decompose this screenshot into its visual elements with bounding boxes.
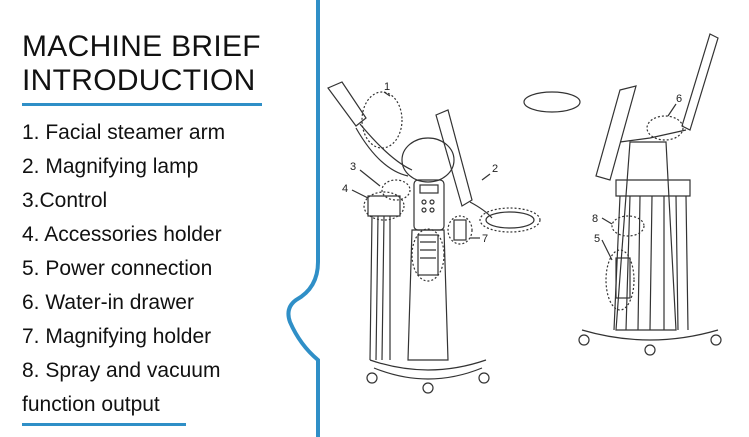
list-item-accessories-holder: 4. Accessories holder: [22, 223, 222, 246]
callout-2: 2: [492, 163, 498, 175]
title-line-2: INTRODUCTION: [22, 64, 256, 97]
callout-4: 4: [342, 183, 348, 195]
list-item-control: 3.Control: [22, 189, 108, 212]
list-item-spray-vacuum: 8. Spray and vacuum: [22, 359, 221, 382]
machine-diagram: 1 2 3 4 7 6 8 5: [327, 33, 722, 394]
list-item-function-output: function output: [22, 393, 160, 416]
callout-3: 3: [350, 161, 356, 173]
list-item-magnifying-holder: 7. Magnifying holder: [22, 325, 212, 348]
list-item-power-connection: 5. Power connection: [22, 257, 213, 280]
list-item-water-in-drawer: 6. Water-in drawer: [22, 291, 194, 314]
callout-6: 6: [676, 93, 682, 105]
title-line-1: MACHINE BRIEF: [22, 30, 261, 63]
callout-7: 7: [482, 233, 488, 245]
component-list: 1. Facial steamer arm 2. Magnifying lamp…: [22, 116, 225, 422]
callout-5: 5: [594, 233, 600, 245]
callout-1: 1: [384, 81, 390, 93]
bottom-underline: [22, 423, 186, 426]
page-title: MACHINE BRIEF INTRODUCTION: [22, 30, 272, 98]
title-underline: [22, 103, 262, 106]
callout-8: 8: [592, 213, 598, 225]
list-item-facial-steamer-arm: 1. Facial steamer arm: [22, 121, 226, 144]
list-item-magnifying-lamp: 2. Magnifying lamp: [22, 155, 199, 178]
